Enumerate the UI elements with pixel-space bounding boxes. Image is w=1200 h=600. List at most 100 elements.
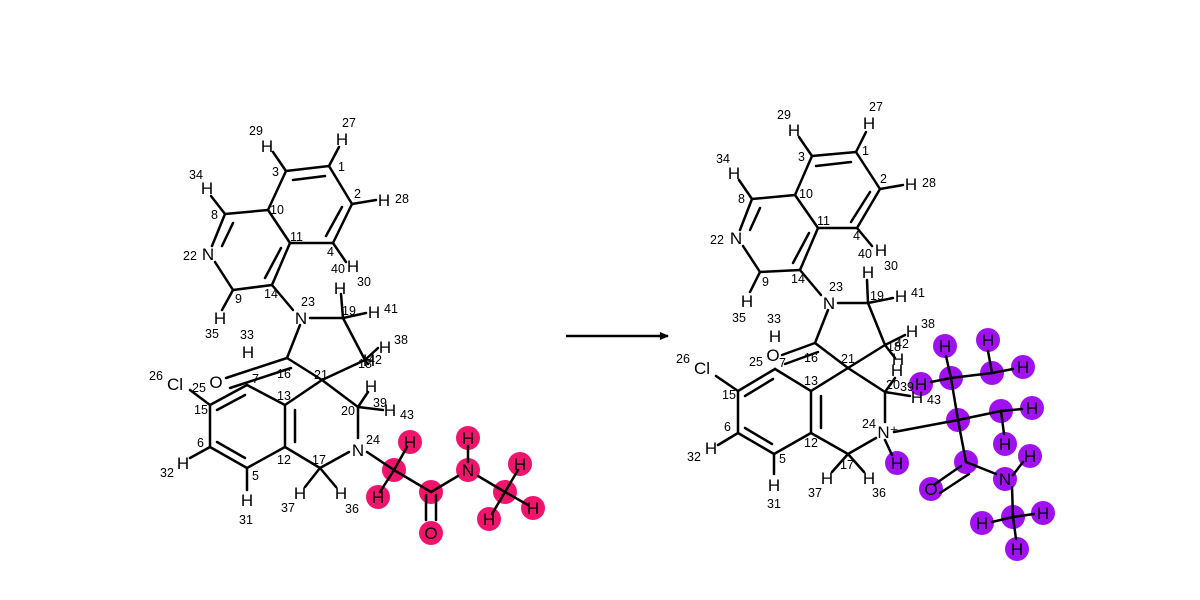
hydrogen-index: 43: [400, 408, 414, 422]
atom-index: 14: [791, 272, 805, 286]
hydrogen-label: H: [875, 241, 887, 260]
hydrogen-label: H: [514, 455, 526, 474]
atom-index: 17: [840, 458, 854, 472]
atom-index: 13: [277, 389, 291, 403]
product-molecule: N 22 N 23 N⁺ 24 O Cl 26 N O 1 2 3 4 5 6 …: [676, 100, 1055, 561]
atom-label: O: [924, 480, 937, 499]
atom-index: 26: [149, 369, 163, 383]
hydrogen-label: H: [334, 279, 346, 298]
atom-label: N: [202, 245, 214, 264]
hydrogen-index: 34: [716, 152, 730, 166]
atom-label: N: [999, 470, 1011, 489]
atom-label: N: [823, 294, 835, 313]
atom-index: 11: [817, 214, 830, 228]
atom-index: 20: [886, 378, 900, 392]
reactant-highlighted-hydrogens: H H H H H H: [372, 429, 539, 529]
hydrogen-index: 40: [858, 247, 872, 261]
hydrogen-label: H: [1011, 540, 1023, 559]
hydrogen-index: 28: [922, 176, 936, 190]
hydrogen-label: H: [365, 377, 377, 396]
atom-label: N: [730, 229, 742, 248]
hydrogen-index: 27: [869, 100, 883, 114]
hydrogen-label: H: [915, 375, 927, 394]
atom-index: 9: [762, 275, 769, 289]
product-highlight: [885, 328, 1055, 561]
atom-index: 5: [779, 452, 786, 466]
hydrogen-label: H: [368, 303, 380, 322]
atom-index: 1: [862, 144, 869, 158]
atom-index: 15: [194, 403, 208, 417]
hydrogen-index: 30: [884, 259, 898, 273]
hydrogen-index: 39: [900, 380, 914, 394]
atom-label: Cl: [694, 359, 710, 378]
hydrogen-index: 29: [777, 108, 791, 122]
hydrogen-label: H: [294, 484, 306, 503]
product-hydrogens: H 27 H 28 H 29 H 30 H 31 H 32 H 33 H 34 …: [687, 100, 941, 511]
hydrogen-label: H: [891, 361, 903, 380]
atom-label: O: [209, 373, 222, 392]
hydrogen-label: H: [728, 164, 740, 183]
hydrogen-label: H: [347, 257, 359, 276]
hydrogen-index: 32: [160, 466, 174, 480]
hydrogen-label: H: [1037, 504, 1049, 523]
atom-index: 8: [738, 192, 745, 206]
hydrogen-index: 34: [189, 168, 203, 182]
atom-index: 21: [841, 352, 855, 366]
hydrogen-label: H: [214, 309, 226, 328]
atom-index: 22: [183, 249, 197, 263]
hydrogen-index: 42: [368, 353, 382, 367]
hydrogen-label: H: [335, 484, 347, 503]
hydrogen-label: H: [201, 179, 213, 198]
atom-index: 8: [211, 208, 218, 222]
hydrogen-label: H: [1026, 399, 1038, 418]
hydrogen-label: H: [527, 499, 539, 518]
hydrogen-label: H: [378, 191, 390, 210]
atom-index: 4: [853, 229, 860, 243]
atom-label: O: [766, 346, 779, 365]
hydrogen-index: 43: [927, 393, 941, 407]
atom-index: 24: [366, 433, 380, 447]
atom-index: 10: [270, 203, 284, 217]
atom-index: 18: [358, 357, 372, 371]
hydrogen-label: H: [741, 292, 753, 311]
atom-label: O: [424, 524, 437, 543]
atom-label: N: [295, 309, 307, 328]
reactant-hydrogens: H 27 H 28 H 29 H 30 H 31 H 32 H 33 H 34 …: [160, 116, 414, 527]
hydrogen-label: H: [241, 491, 253, 510]
atom-index: 17: [312, 453, 326, 467]
hydrogen-label: H: [982, 331, 994, 350]
atom-index: 19: [870, 289, 884, 303]
hydrogen-label: H: [177, 454, 189, 473]
hydrogen-label: H: [705, 439, 717, 458]
hydrogen-label: H: [462, 429, 474, 448]
hydrogen-index: 37: [808, 486, 822, 500]
atom-index: 25: [192, 381, 206, 395]
hydrogen-index: 31: [767, 497, 781, 511]
hydrogen-index: 38: [921, 317, 935, 331]
hydrogen-label: H: [261, 137, 273, 156]
hydrogen-index: 28: [395, 192, 409, 206]
hydrogen-label: H: [769, 327, 781, 346]
hydrogen-label: H: [862, 263, 874, 282]
atom-index: 10: [799, 187, 813, 201]
hydrogen-label: H: [363, 351, 375, 370]
reactant-highlight: [366, 426, 545, 545]
hydrogen-label: H: [379, 338, 391, 357]
hydrogen-label: H: [905, 175, 917, 194]
hydrogen-index: 41: [384, 302, 398, 316]
hydrogen-index: 35: [732, 311, 746, 325]
hydrogen-label: H: [384, 401, 396, 420]
hydrogen-index: 31: [239, 513, 253, 527]
atom-index: 13: [804, 374, 818, 388]
atom-index: 1: [338, 160, 345, 174]
atom-index: 26: [676, 352, 690, 366]
hydrogen-index: 37: [281, 501, 295, 515]
hydrogen-index: 30: [357, 275, 371, 289]
atom-index: 3: [272, 165, 279, 179]
hydrogen-label: H: [336, 130, 348, 149]
atom-index: 20: [341, 404, 355, 418]
hydrogen-index: 40: [331, 262, 345, 276]
atom-index: 21: [314, 368, 328, 382]
hydrogen-label: H: [976, 514, 988, 533]
hydrogen-label: H: [863, 114, 875, 133]
